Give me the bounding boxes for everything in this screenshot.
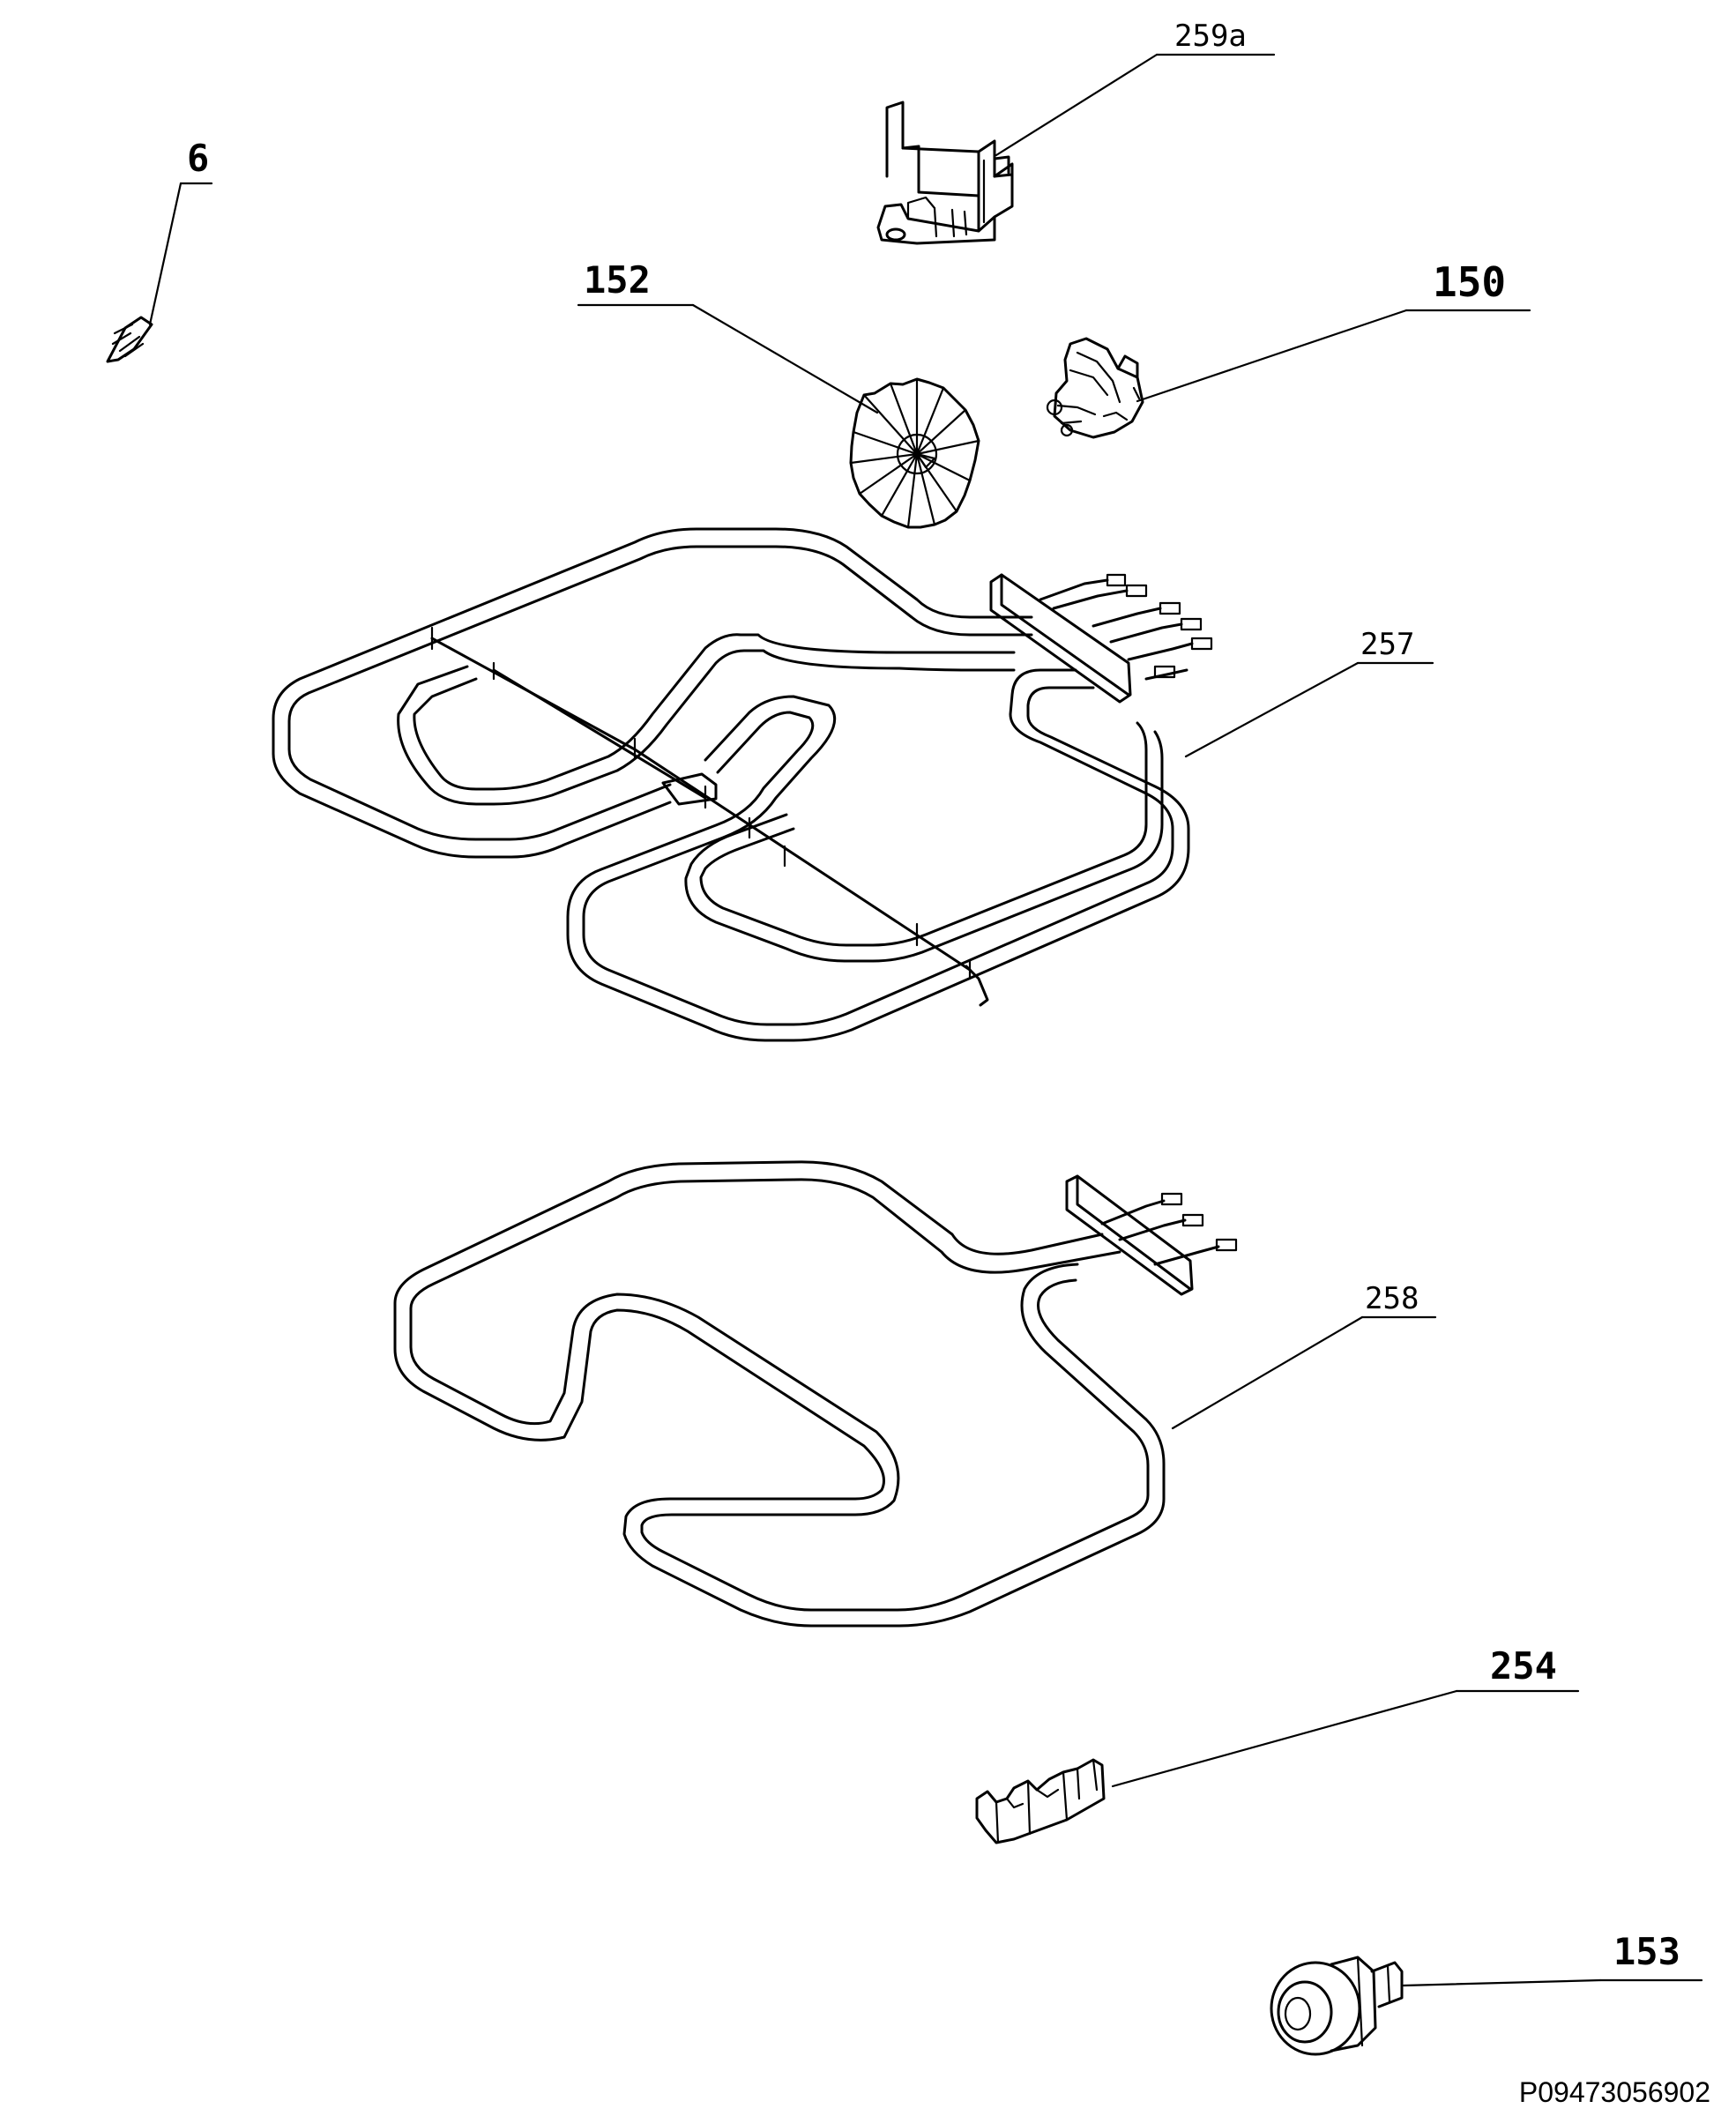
part-152-fan-blade[interactable]	[849, 377, 980, 529]
leader-153	[1402, 1978, 1703, 1987]
label-6: 6	[187, 137, 209, 180]
part-150-fan-motor[interactable]	[1046, 337, 1144, 439]
label-259a: 259a	[1174, 19, 1247, 54]
leader-257	[1184, 661, 1434, 758]
label-150: 150	[1433, 258, 1506, 306]
document-id: P09473056902	[1519, 2076, 1710, 2108]
label-153: 153	[1613, 1930, 1680, 1973]
label-258: 258	[1365, 1281, 1419, 1316]
leader-254	[1111, 1689, 1580, 1788]
leader-6	[148, 182, 213, 326]
part-6-wire-clip[interactable]	[106, 316, 153, 363]
label-254: 254	[1490, 1644, 1557, 1688]
part-258-bottom-element[interactable]	[393, 1160, 1238, 1628]
leader-259a	[995, 53, 1276, 157]
leader-258	[1171, 1315, 1437, 1430]
label-257: 257	[1360, 627, 1414, 662]
part-259a-thermostat[interactable]	[876, 101, 1014, 245]
leader-150	[1136, 309, 1531, 403]
leader-152	[577, 303, 879, 414]
part-257-grill-element[interactable]	[272, 527, 1213, 1042]
label-152: 152	[584, 258, 651, 302]
part-153-oven-lamp[interactable]	[1270, 1956, 1404, 2056]
part-254-ignition-block[interactable]	[975, 1758, 1106, 1844]
